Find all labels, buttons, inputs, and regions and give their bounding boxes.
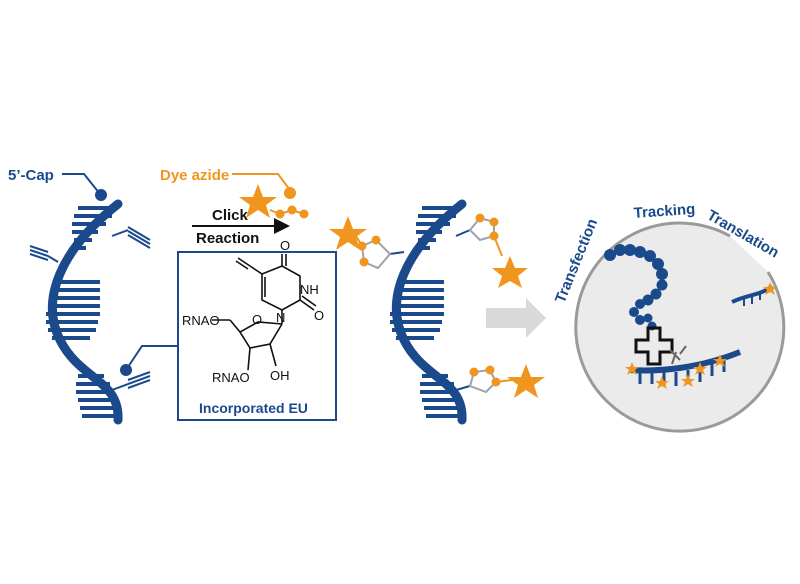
dye-azide-pointer bbox=[232, 173, 296, 199]
incoming-rna-fragment bbox=[731, 282, 777, 306]
structure-box bbox=[177, 251, 337, 421]
atom-rnao-3: RNAO bbox=[212, 370, 250, 385]
triazole-icon bbox=[355, 235, 405, 270]
cap-pointer bbox=[62, 173, 107, 201]
star-icon bbox=[329, 216, 367, 250]
reaction-label: Reaction bbox=[196, 230, 259, 247]
dye-azide-label: Dye azide bbox=[160, 167, 229, 184]
star-icon bbox=[507, 364, 545, 398]
cell bbox=[574, 221, 786, 433]
star-icon bbox=[492, 256, 528, 288]
click-label: Click bbox=[212, 207, 249, 224]
alkyne-icon bbox=[29, 245, 59, 263]
cell-word-tracking: Tracking bbox=[633, 201, 696, 222]
cap-label: 5’-Cap bbox=[8, 167, 54, 184]
rna-strand-labeled bbox=[390, 199, 467, 425]
rna-strand-left bbox=[46, 199, 123, 425]
atom-o-right: O bbox=[314, 308, 324, 323]
star-icon bbox=[239, 184, 277, 218]
alkyne-icon bbox=[111, 371, 151, 391]
atom-rnao-5: RNAO bbox=[182, 313, 220, 328]
peptide-chain bbox=[604, 244, 668, 331]
triazole-icon bbox=[455, 213, 503, 257]
dye-markers bbox=[625, 354, 727, 389]
atom-o-ring: O bbox=[252, 312, 262, 327]
box-caption: Incorporated EU bbox=[199, 400, 308, 416]
eu-pointer bbox=[120, 345, 178, 376]
triazole-icon bbox=[455, 365, 513, 394]
azide-chain bbox=[269, 205, 309, 219]
eu-structure bbox=[212, 254, 317, 371]
atom-n: N bbox=[276, 310, 285, 325]
atom-oh: OH bbox=[270, 368, 290, 383]
alkyne-icon bbox=[111, 226, 151, 249]
atom-o-top: O bbox=[280, 238, 290, 253]
atom-nh: NH bbox=[300, 282, 319, 297]
ribosome-icon bbox=[669, 345, 687, 365]
process-arrow-icon bbox=[486, 298, 546, 338]
trna-icon bbox=[634, 326, 674, 366]
